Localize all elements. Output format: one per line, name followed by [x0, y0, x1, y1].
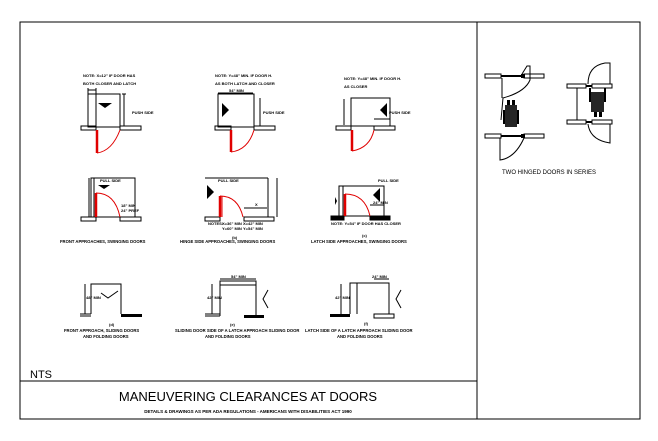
detail-a: NOTE: X=12" IF DOOR HAS BOTH CLOSER AND … [80, 73, 154, 154]
detail-e-caption: HINGE SIDE APPROACHES, SWINGING DOORS [180, 239, 275, 244]
detail-i-caption-label: (f) [364, 321, 369, 326]
detail-b-top-dim: 54" MIN [229, 88, 244, 93]
detail-b-note-1: NOTE: Y=48" MIN. IF DOOR H. [215, 73, 272, 78]
detail-doors-in-series: TWO HINGED DOORS IN SERIES [484, 62, 613, 176]
detail-h-side-dim: 42" MIN [207, 295, 222, 300]
detail-g-caption-2: AND FOLDING DOORS [83, 334, 129, 339]
detail-d-caption: FRONT APPROACHES, SWINGING DOORS [60, 239, 146, 244]
detail-d-pull-side: PULL SIDE [100, 178, 121, 183]
detail-f-caption-label: (c) [362, 233, 368, 238]
detail-b: NOTE: Y=48" MIN. IF DOOR H. AS BOTH LATC… [214, 73, 285, 153]
detail-a-note-2: BOTH CLOSER AND LATCH [83, 81, 136, 86]
detail-h-top-dim: 54" MIN [231, 274, 246, 279]
detail-e: PULL SIDE X NOTES: X=36" MIN Y=60" MIN X… [180, 177, 278, 244]
wheelchair-icon [589, 88, 606, 117]
door-swing-arc [230, 129, 255, 153]
detail-i-caption-2: AND FOLDING DOORS [337, 334, 383, 339]
detail-g-caption-label: (d) [109, 322, 115, 327]
door-swing-arc [500, 65, 531, 121]
sheet-subtitle: DETAILS & DRAWINGS AS PER ADA REGULATION… [144, 409, 352, 414]
approach-chevron-icon [100, 290, 119, 299]
door-swing-arc [219, 195, 244, 218]
detail-d-right-1: 18" MIN [121, 203, 136, 208]
detail-f-dim: 24" MIN [373, 200, 388, 205]
door-swing-arc [351, 129, 375, 152]
door-swing-arc [96, 129, 121, 154]
detail-c: NOTE: Y=48" MIN. IF DOOR H. AS CLOSER PU… [335, 76, 411, 152]
detail-d: PULL SIDE 18" MIN 24" PREF FRONT APPROAC… [60, 177, 146, 244]
detail-e-dim-x: X [255, 202, 258, 207]
detail-e-notes-2: Y=60" MIN [222, 226, 242, 231]
detail-b-push-side: PUSH SIDE [263, 110, 285, 115]
detail-c-note-1: NOTE: Y=48" MIN. IF DOOR H. [344, 76, 401, 81]
detail-e-caption-label: (b) [232, 235, 238, 240]
detail-f-caption: LATCH SIDE APPROACHES, SWINGING DOORS [311, 239, 407, 244]
approach-chevron-icon [395, 289, 402, 309]
detail-c-note-2: AS CLOSER [344, 84, 367, 89]
approach-arrow-icon [373, 188, 380, 202]
detail-f-pull-side: PULL SIDE [378, 178, 399, 183]
door-swing-arc [344, 193, 371, 217]
door-swing-arc [587, 62, 611, 85]
detail-a-push-side: PUSH SIDE [132, 110, 154, 115]
approach-arrow-icon [380, 103, 387, 117]
detail-a-note-1: NOTE: X=12" IF DOOR HAS [83, 73, 136, 78]
door-swing-arc [587, 123, 611, 144]
detail-h-caption-2: AND FOLDING DOORS [205, 334, 251, 339]
detail-e-notes-4: X=42" MIN [243, 221, 263, 226]
sheet-title: MANEUVERING CLEARANCES AT DOORS [119, 389, 377, 404]
detail-h-caption-label: (e) [230, 322, 236, 327]
detail-h-caption-1: SLIDING DOOR SIDE OF A LATCH APPROACH SL… [175, 328, 299, 333]
approach-arrow-icon [207, 185, 214, 199]
doors-in-series-caption: TWO HINGED DOORS IN SERIES [502, 170, 596, 176]
detail-c-push-side: PUSH SIDE [389, 110, 411, 115]
door-swing-arc [499, 137, 525, 161]
detail-b-note-2: AS BOTH LATCH AND CLOSER [215, 81, 275, 86]
detail-i: 24" MIN 42" MIN (f) LATCH SIDE OF A LATC… [305, 274, 413, 339]
wheelchair-icon [503, 100, 519, 127]
door-swing-arc [95, 192, 121, 218]
detail-e-notes-0: NOTES: [208, 221, 223, 226]
approach-arrow-icon [98, 185, 110, 189]
approach-arrow-icon [222, 103, 229, 117]
detail-f-note: NOTE: Y=54" IF DOOR HAS CLOSER [331, 221, 401, 226]
detail-e-notes-5: Y=54" MIN [243, 226, 263, 231]
detail-i-caption-1: LATCH SIDE OF A LATCH APPROACH SLIDING D… [305, 328, 413, 333]
detail-i-top-dim: 24" MIN [372, 274, 387, 279]
scale-note: NTS [30, 369, 52, 381]
detail-g: 48" MIN (d) FRONT APPROACH, SLIDING DOOR… [64, 283, 142, 339]
detail-e-notes-1: X=36" MIN [222, 221, 242, 226]
detail-d-right-2: 24" PREF [121, 208, 140, 213]
detail-h: 54" MIN 42" MIN (e) SLIDING DOOR SIDE OF… [175, 274, 299, 339]
detail-e-pull-side: PULL SIDE [218, 178, 239, 183]
detail-i-side-dim: 42" MIN [335, 295, 350, 300]
detail-g-caption-1: FRONT APPROACH, SLIDING DOORS [64, 328, 139, 333]
approach-arrow-icon [98, 103, 112, 108]
sheet-border [19, 21, 641, 420]
detail-g-side-dim: 48" MIN [86, 295, 101, 300]
approach-chevron-icon [262, 289, 269, 309]
detail-f: PULL SIDE 24" MIN NOTE: Y=54" IF DOOR HA… [311, 178, 407, 244]
